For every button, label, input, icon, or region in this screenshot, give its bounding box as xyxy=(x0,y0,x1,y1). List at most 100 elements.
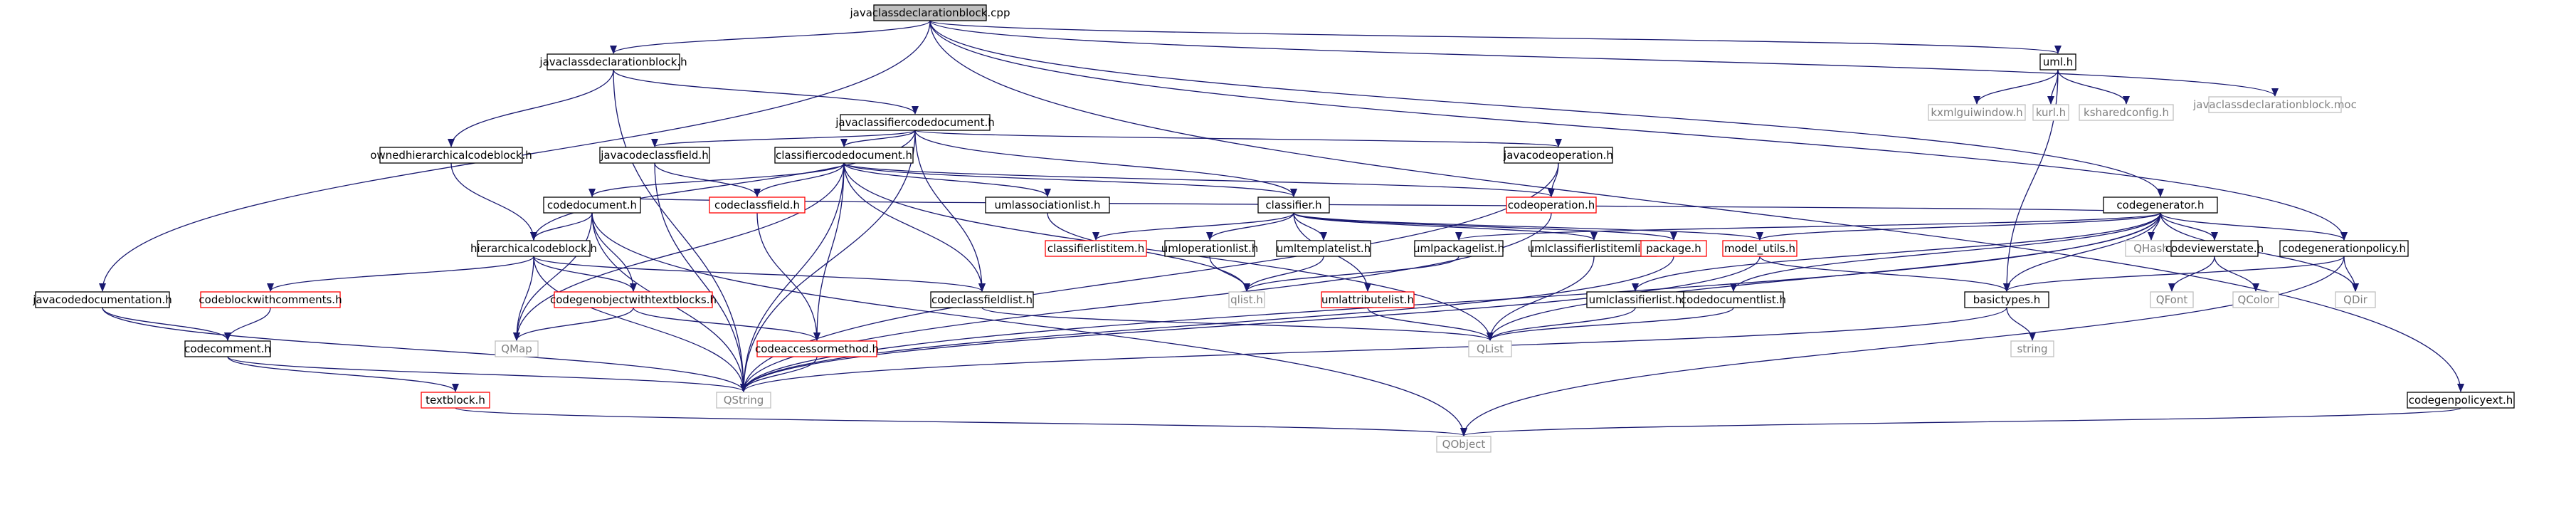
node-box xyxy=(1504,147,1613,164)
graph-node-umlassoc[interactable]: umlassociationlist.h xyxy=(985,197,1110,214)
graph-node-cbwc[interactable]: codeblockwithcomments.h xyxy=(199,291,342,308)
node-box xyxy=(873,4,987,21)
graph-node-basictypes[interactable]: basictypes.h xyxy=(1964,291,2049,308)
node-box xyxy=(2170,240,2259,257)
graph-node-ccfl[interactable]: codeclassfieldlist.h xyxy=(930,291,1034,308)
graph-node-umlattr[interactable]: umlattributelist.h xyxy=(1321,291,1415,308)
node-box xyxy=(1722,240,1798,257)
graph-node-codecomment[interactable]: codecomment.h xyxy=(184,340,271,357)
graph-node-uml_h[interactable]: uml.h xyxy=(2039,53,2076,70)
dependency-edge-classifier-to-cli xyxy=(1092,212,1294,241)
graph-node-hcb[interactable]: hierarchicalcodeblock.h xyxy=(470,240,597,257)
node-label: codedocument.h xyxy=(547,199,637,211)
graph-node-codeop[interactable]: codeoperation.h xyxy=(1506,197,1597,214)
node-box xyxy=(2407,392,2515,409)
dependency-edge-umlattr-to-qlist xyxy=(1367,307,1494,341)
node-label: qlist.h xyxy=(1230,293,1263,306)
graph-node-classifier[interactable]: classifier.h xyxy=(1257,197,1330,214)
dependency-edge-ccd-to-codeclassfield xyxy=(754,162,845,197)
node-label: ksharedconfig.h xyxy=(2084,106,2169,119)
graph-node-qdir: QDir xyxy=(2335,291,2376,308)
graph-node-cgp[interactable]: codegenerationpolicy.h xyxy=(2279,240,2409,257)
node-label: kxmlguiwindow.h xyxy=(1931,106,2022,119)
graph-node-umlcl[interactable]: umlclassifierlist.h xyxy=(1586,291,1684,308)
node-label: javaclassdeclarationblock.moc xyxy=(2192,98,2357,111)
node-label: codeclassfield.h xyxy=(714,199,800,211)
graph-node-qfont: QFont xyxy=(2150,291,2194,308)
graph-node-jco[interactable]: javacodeoperation.h xyxy=(1503,147,1613,164)
node-label: umloperationlist.h xyxy=(1161,242,1259,255)
node-box xyxy=(379,147,523,164)
graph-node-cli[interactable]: classifierlistitem.h xyxy=(1045,240,1147,257)
node-label: javaclassdeclarationblock.h xyxy=(539,56,687,68)
dependency-edge-codegen-to-umlcl xyxy=(1632,212,2161,292)
graph-node-ccd[interactable]: classifiercodedocument.h xyxy=(774,147,914,164)
graph-node-jccd[interactable]: javaclassifiercodedocument.h xyxy=(835,114,995,131)
dependency-edge-jccd-to-jco xyxy=(914,130,1562,147)
node-label: QMap xyxy=(501,342,532,355)
node-label: textblock.h xyxy=(426,394,485,407)
graph-node-ohcb[interactable]: ownedhierarchicalcodeblock.h xyxy=(370,147,532,164)
dependency-edge-cdl-to-qlist xyxy=(1487,307,1734,341)
graph-node-cvs[interactable]: codeviewerstate.h xyxy=(2165,240,2264,257)
graph-node-umlpkg[interactable]: umlpackagelist.h xyxy=(1413,240,1504,257)
graph-node-umlop[interactable]: umloperationlist.h xyxy=(1161,240,1259,257)
graph-node-jcdb_h[interactable]: javaclassdeclarationblock.h xyxy=(539,53,687,70)
graph-node-modelutils[interactable]: model_utils.h xyxy=(1722,240,1798,257)
graph-node-kurl: kurl.h xyxy=(2032,104,2069,121)
dependency-edge-ccd-to-classifier xyxy=(843,162,1297,197)
graph-node-qcolor: QColor xyxy=(2232,291,2279,308)
graph-node-codedoc[interactable]: codedocument.h xyxy=(543,197,641,214)
graph-node-cdl[interactable]: codedocumentlist.h xyxy=(1681,291,1786,308)
graph-node-codeclassfield[interactable]: codeclassfield.h xyxy=(709,197,806,214)
node-label: QObject xyxy=(1442,438,1486,451)
node-label: umlattributelist.h xyxy=(1321,293,1414,306)
dependency-edge-cvs-to-qfont xyxy=(2168,256,2215,292)
node-label: QColor xyxy=(2238,293,2275,306)
node-label: javacodeclassfield.h xyxy=(600,149,708,162)
graph-node-root[interactable]: javaclassdeclarationblock.cpp xyxy=(850,4,1010,21)
node-label: basictypes.h xyxy=(1973,293,2041,306)
node-box xyxy=(709,197,806,214)
graph-node-cam[interactable]: codeaccessormethod.h xyxy=(755,340,879,357)
graph-node-cowtb[interactable]: codegenobjectwithtextblocks.h xyxy=(550,291,717,308)
node-box xyxy=(495,340,539,357)
dependency-edge-basictypes-to-string xyxy=(2006,307,2036,341)
dependency-edge-hcb-to-cowtb xyxy=(533,256,637,292)
dependency-edge-ccd-to-codedoc xyxy=(588,162,845,197)
dependency-edge-jccd-to-ccfl xyxy=(914,130,986,292)
graph-node-string: string xyxy=(2010,340,2054,357)
dependency-edge-ccd-to-codeop xyxy=(843,162,1555,197)
graph-node-jcf[interactable]: javacodeclassfield.h xyxy=(599,147,710,164)
graph-node-cgpext[interactable]: codegenpolicyext.h xyxy=(2407,392,2515,409)
dependency-edge-cvs-to-qcolor xyxy=(2214,256,2259,292)
dependency-edge-umlpkg-to-qlist_h xyxy=(1243,256,1459,292)
graph-node-package[interactable]: package.h xyxy=(1640,240,1707,257)
graph-node-codegen[interactable]: codegenerator.h xyxy=(2103,197,2218,214)
dependency-edge-codedoc-to-qobject xyxy=(591,212,1467,436)
graph-node-jcdoc[interactable]: javacodedocumentation.h xyxy=(32,291,172,308)
graph-node-umltmpl[interactable]: umltemplatelist.h xyxy=(1276,240,1371,257)
node-box xyxy=(2150,291,2194,308)
node-box xyxy=(1506,197,1597,214)
dependency-edge-root-to-jcdb_h xyxy=(610,20,931,54)
dependency-edge-cowtb-to-cam xyxy=(633,307,820,341)
node-box xyxy=(554,291,713,308)
dependency-edge-umlcl-to-qlist xyxy=(1487,307,1636,341)
node-label: javaclassifiercodedocument.h xyxy=(835,116,994,129)
dependency-edge-uml_h-to-ksharedconfig xyxy=(2057,69,2130,105)
node-box xyxy=(1045,240,1147,257)
dependency-edge-ccd-to-ccfl xyxy=(843,162,986,292)
dependency-edge-jcdb_h-to-qstring xyxy=(613,69,747,392)
dependency-edge-ccd-to-qstring xyxy=(740,162,845,392)
dependency-edge-root-to-codegen xyxy=(929,20,2164,197)
node-label: uml.h xyxy=(2043,56,2074,68)
graph-node-qlist_h: qlist.h xyxy=(1228,291,1265,308)
graph-node-textblock[interactable]: textblock.h xyxy=(421,392,490,409)
dependency-edge-modelutils-to-basictypes xyxy=(1759,256,2010,292)
dependency-edge-uml_h-to-kxml xyxy=(1973,69,2059,105)
dependency-edge-jcf-to-qstring xyxy=(654,162,747,392)
node-box xyxy=(477,240,591,257)
dependency-edge-umltmpl-to-qlist_h xyxy=(1243,256,1324,292)
graph-node-umlcli[interactable]: umlclassifierlistitemlist.h xyxy=(1528,240,1661,257)
